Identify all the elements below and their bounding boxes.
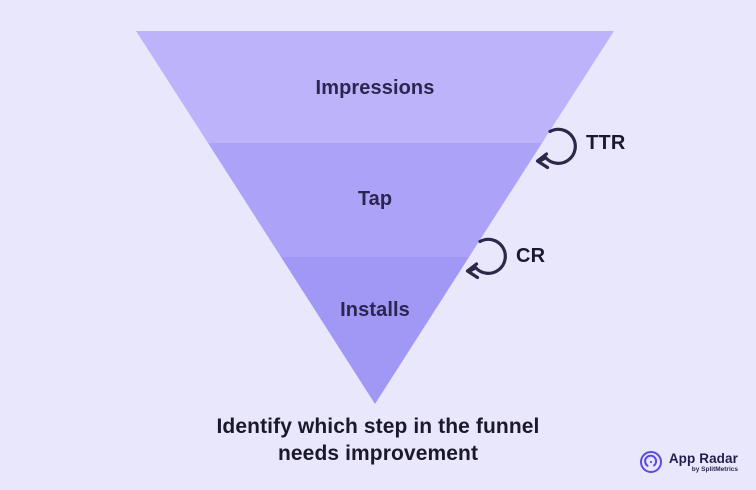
- cr-loop-arrow-icon: [465, 237, 507, 280]
- funnel-stage-label-impressions: Impressions: [315, 77, 435, 99]
- funnel-stage-installs-shape: [281, 257, 469, 404]
- funnel-stage-tap-shape: [208, 143, 542, 257]
- funnel-stage-impressions-shape: [136, 31, 614, 143]
- ttr-label: TTR: [586, 132, 626, 154]
- app-radar-logo: App Radar by SplitMetrics: [639, 450, 738, 474]
- ttr-loop-arrow-icon: [535, 127, 577, 170]
- caption: Identify which step in the funnel needs …: [0, 413, 756, 467]
- app-radar-logo-text: App Radar by SplitMetrics: [669, 451, 738, 474]
- app-radar-logo-byline: by SplitMetrics: [691, 465, 738, 473]
- app-radar-logo-name: App Radar: [668, 450, 738, 466]
- caption-line-1: Identify which step in the funnel: [216, 415, 540, 438]
- caption-line-2: needs improvement: [277, 442, 479, 465]
- app-radar-logo-icon: [639, 451, 662, 473]
- funnel-stage-label-tap: Tap: [357, 188, 393, 210]
- cr-label: CR: [516, 245, 546, 267]
- funnel-stage-label-installs: Installs: [340, 299, 410, 321]
